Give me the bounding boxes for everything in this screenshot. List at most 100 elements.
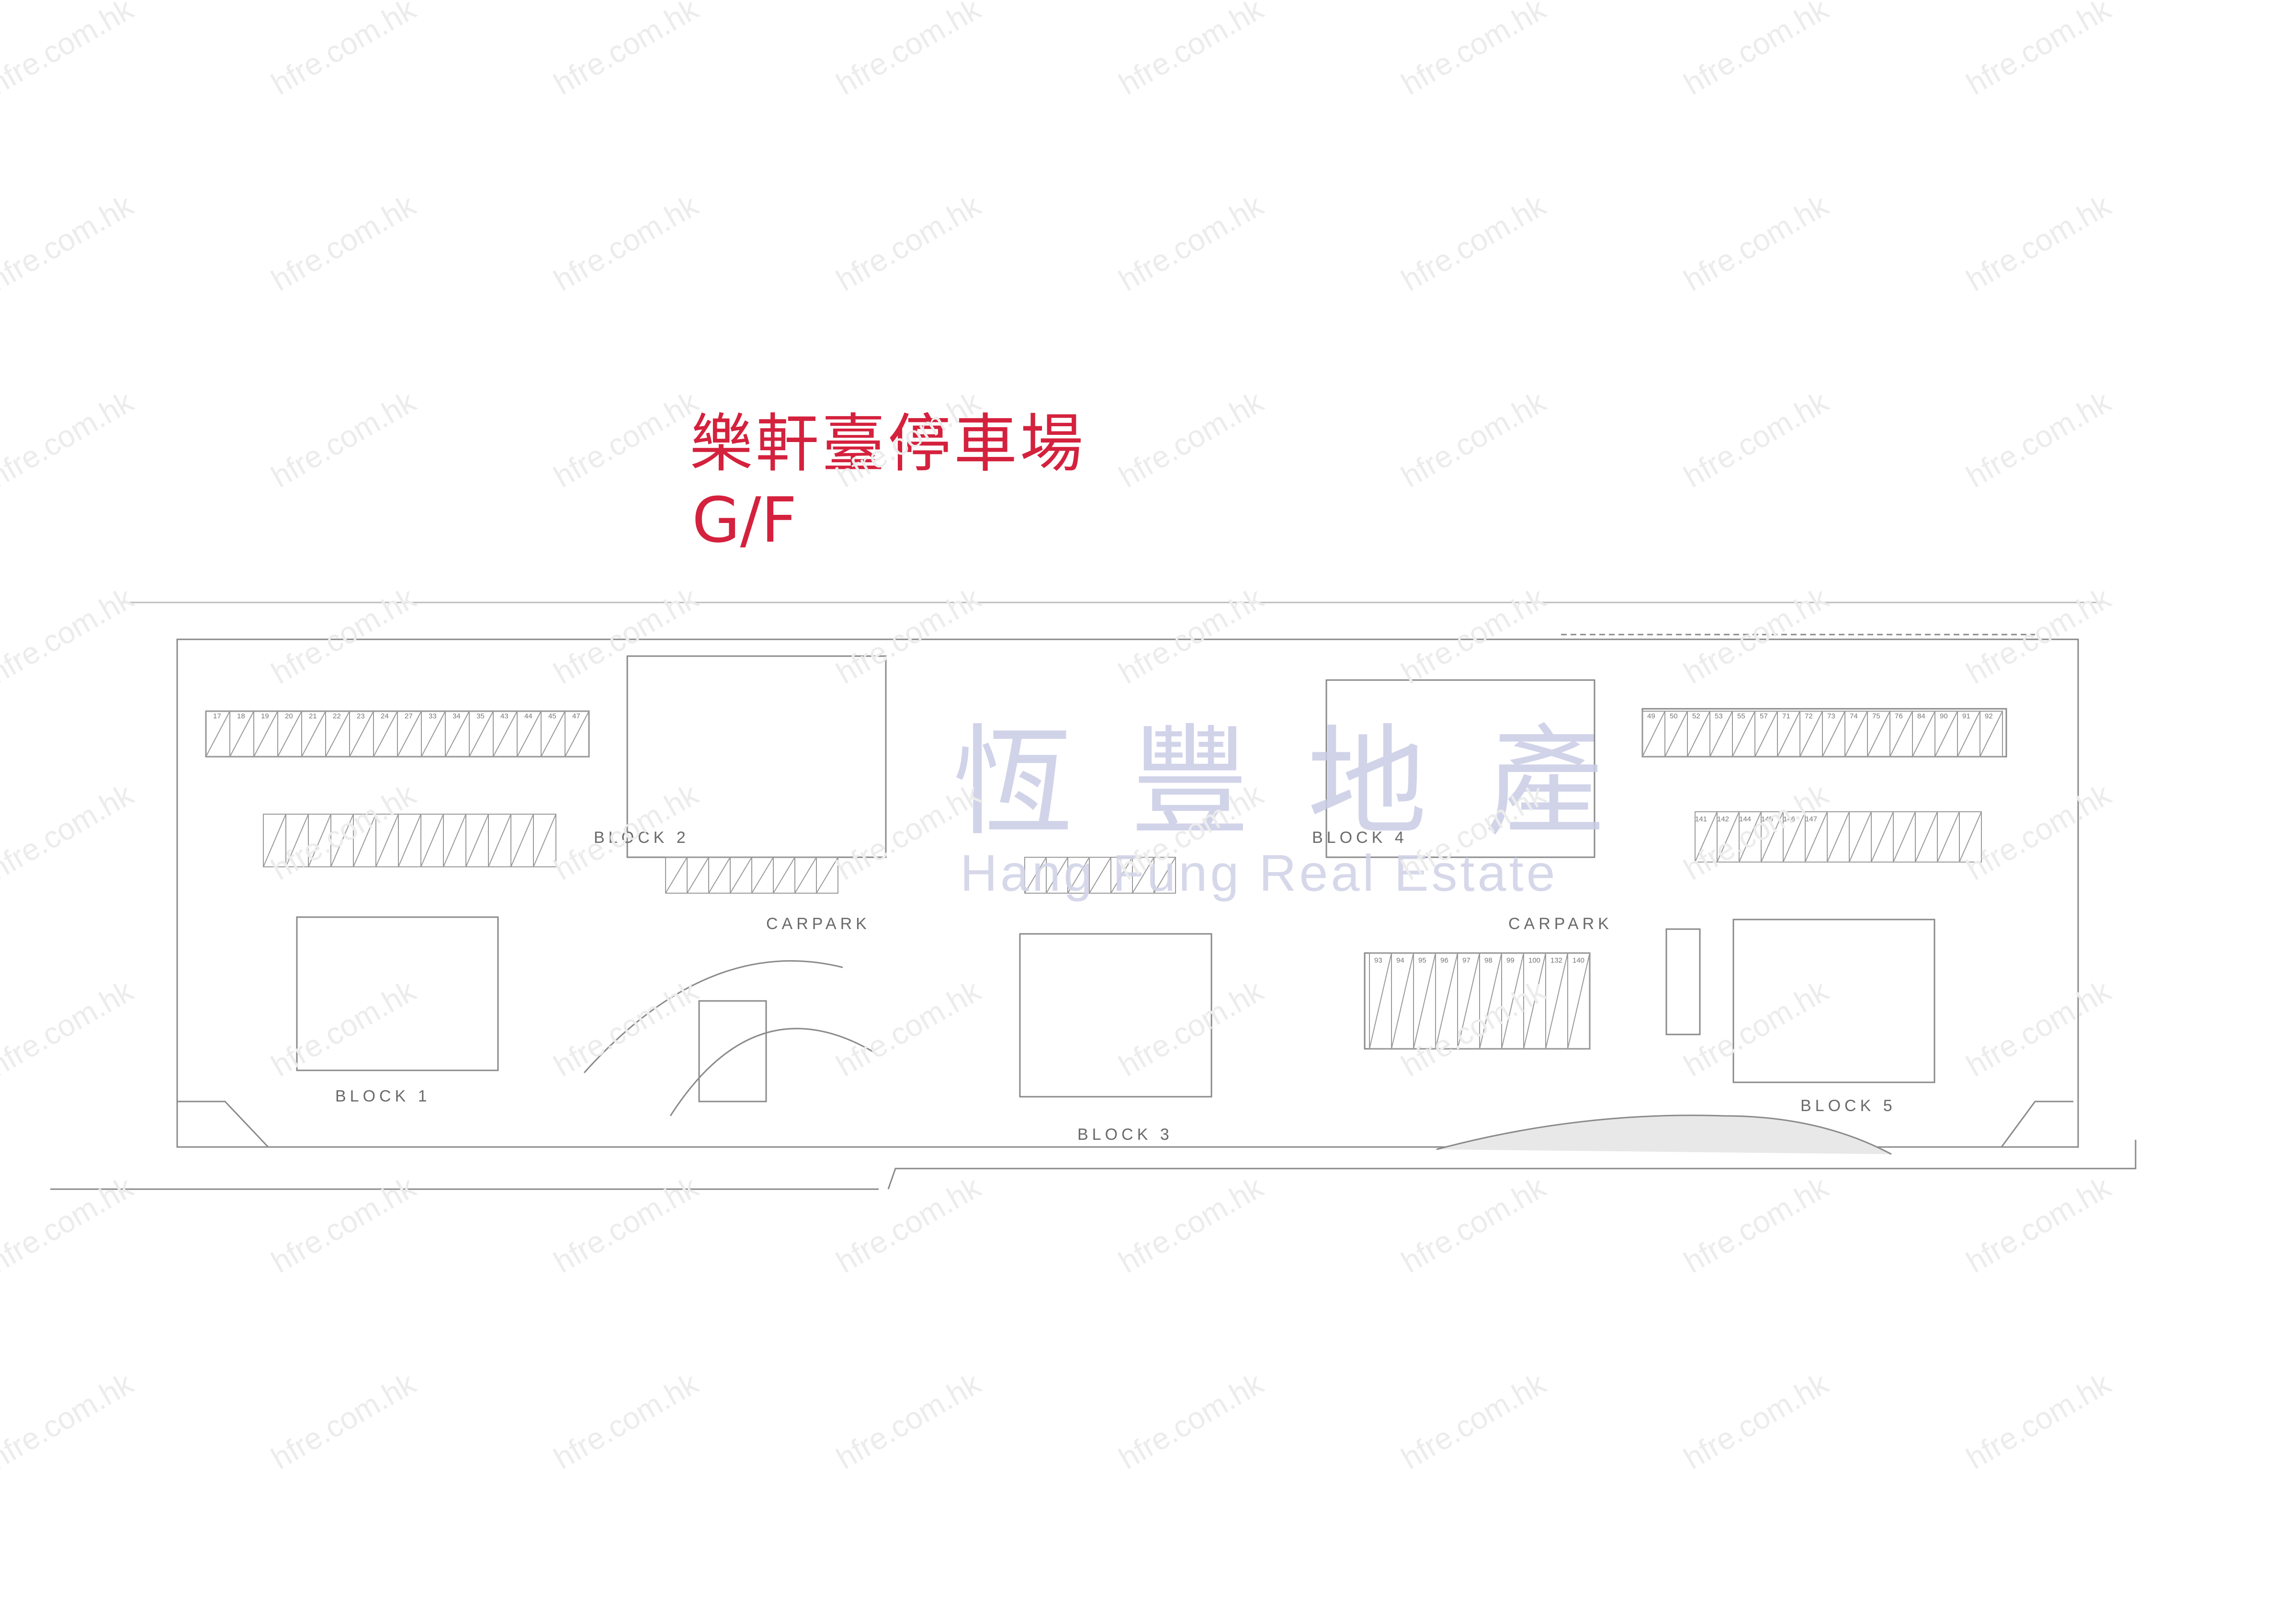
stall-diagonal (517, 711, 542, 757)
space-number: 33 (429, 712, 437, 720)
space-number: 74 (1850, 712, 1858, 720)
stall-diagonal (1709, 711, 1733, 757)
space-number: 99 (1506, 956, 1515, 965)
stall-diagonal (325, 711, 350, 757)
space-number: 55 (1737, 712, 1745, 720)
space-number: 44 (524, 712, 532, 720)
space-number: 27 (405, 712, 413, 720)
stall-diagonal (308, 814, 331, 867)
stall-diagonal (1457, 953, 1480, 1049)
plan-label-block1: BLOCK 1 (335, 1087, 431, 1105)
space-number: 145 (1761, 815, 1773, 823)
stall-diagonal (1959, 811, 1982, 863)
stall-diagonal (751, 857, 774, 894)
stall-diagonal (1154, 857, 1176, 894)
plan-label-block2: BLOCK 2 (594, 829, 690, 847)
stall-diagonal (665, 857, 688, 894)
stall-diagonal (465, 814, 489, 867)
stall-diagonal (1822, 711, 1845, 757)
stall-diagonal (1777, 711, 1800, 757)
space-number: 57 (1760, 712, 1768, 720)
stall-diagonal (253, 711, 278, 757)
stall-diagonal (1827, 811, 1850, 863)
space-number: 23 (357, 712, 365, 720)
stall-diagonal (1642, 711, 1665, 757)
space-number: 73 (1827, 712, 1835, 720)
space-number: 91 (1962, 712, 1970, 720)
stall-diagonal (773, 857, 795, 894)
space-number: 71 (1782, 712, 1790, 720)
stall-diagonal (816, 857, 838, 894)
stall-diagonal (1567, 953, 1590, 1049)
space-number: 95 (1418, 956, 1426, 965)
stall-diagonal (1089, 857, 1111, 894)
stall-diagonal (510, 814, 534, 867)
stall-diagonal (1391, 953, 1414, 1049)
stall-diagonal (421, 711, 446, 757)
stall-diagonal (1893, 811, 1916, 863)
plan-label-block4: BLOCK 4 (1312, 829, 1408, 847)
stall-diagonal (1132, 857, 1154, 894)
stall-diagonal (1937, 811, 1960, 863)
space-number: 20 (285, 712, 293, 720)
stall-diagonal (1695, 811, 1718, 863)
stall-diagonal (349, 711, 374, 757)
stall-diagonal (1479, 953, 1502, 1049)
stall-diagonal (330, 814, 354, 867)
stall-diagonal (277, 711, 302, 757)
stall-diagonal (420, 814, 444, 867)
space-number: 24 (381, 712, 389, 720)
stall-diagonal (1664, 711, 1688, 757)
space-number: 49 (1647, 712, 1655, 720)
space-number: 132 (1550, 956, 1562, 965)
plan-label-carpark-left: CARPARK (766, 915, 871, 933)
plan-label-carpark-right: CARPARK (1508, 915, 1613, 933)
stall-diagonal (1739, 811, 1762, 863)
stall-diagonal (1805, 811, 1828, 863)
stall-diagonal (708, 857, 731, 894)
stall-diagonal (397, 711, 422, 757)
stall-diagonal (1761, 811, 1784, 863)
space-number: 19 (261, 712, 269, 720)
stall-diagonal (565, 711, 589, 757)
stall-diagonal (1046, 857, 1068, 894)
parking-stall (1154, 857, 1176, 894)
parking-stall (816, 857, 838, 894)
space-number: 84 (1917, 712, 1925, 720)
space-number: 35 (476, 712, 485, 720)
space-number: 92 (1985, 712, 1993, 720)
space-number: 47 (572, 712, 580, 720)
stall-diagonal (1849, 811, 1872, 863)
stall-diagonal (1369, 953, 1392, 1049)
space-number: 43 (500, 712, 509, 720)
stall-diagonal (493, 711, 518, 757)
stall-diagonal (1545, 953, 1568, 1049)
space-number: 34 (452, 712, 461, 720)
stall-diagonal (1957, 711, 1980, 757)
stall-diagonal (469, 711, 494, 757)
space-number: 146 (1783, 815, 1795, 823)
space-number: 53 (1715, 712, 1723, 720)
space-number: 94 (1396, 956, 1404, 965)
space-number: 22 (333, 712, 341, 720)
space-number: 17 (213, 712, 221, 720)
stall-diagonal (730, 857, 752, 894)
stall-diagonal (1687, 711, 1710, 757)
space-number: 140 (1572, 956, 1584, 965)
stall-diagonal (263, 814, 286, 867)
stall-diagonal (1889, 711, 1913, 757)
parking-stall (1959, 811, 1982, 863)
stall-diagonal (353, 814, 376, 867)
stall-diagonal (1732, 711, 1755, 757)
space-number: 90 (1940, 712, 1948, 720)
plan-label-block5: BLOCK 5 (1800, 1097, 1896, 1115)
space-number: 21 (309, 712, 317, 720)
space-number: 97 (1462, 956, 1470, 965)
space-number: 76 (1895, 712, 1903, 720)
stall-diagonal (373, 711, 398, 757)
stall-diagonal (1915, 811, 1938, 863)
stall-diagonal (1501, 953, 1524, 1049)
stall-diagonal (687, 857, 709, 894)
space-number: 52 (1692, 712, 1700, 720)
stall-diagonal (285, 814, 309, 867)
